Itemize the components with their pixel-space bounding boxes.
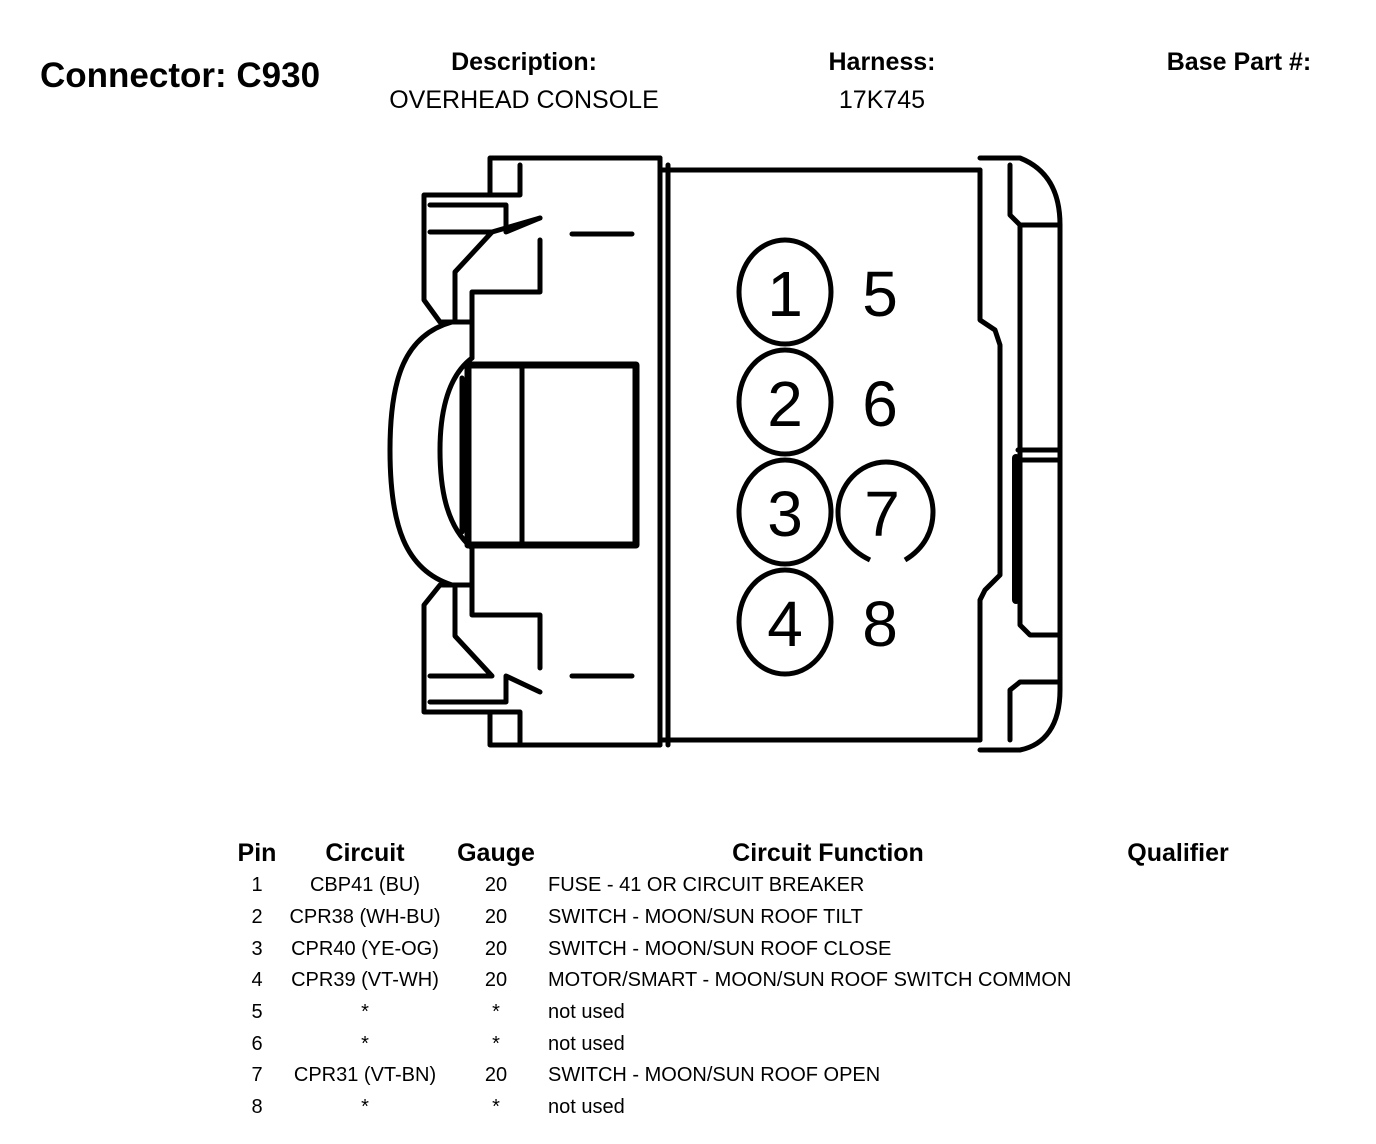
cell-pin: 5 bbox=[251, 1001, 263, 1024]
cell-pin: 3 bbox=[251, 937, 263, 960]
pin-cavity-2 bbox=[736, 347, 834, 457]
cell-qualifier bbox=[1108, 1028, 1248, 1060]
cell-circuit: CPR38 (WH-BU) bbox=[289, 906, 441, 929]
cell-pin: 7 bbox=[251, 1064, 263, 1087]
table-row: 5 * * not used bbox=[228, 997, 1248, 1029]
pin-cavity-3 bbox=[736, 457, 834, 567]
cell-function: SWITCH - MOON/SUN ROOF OPEN bbox=[548, 1064, 881, 1087]
harness-label: Harness: bbox=[828, 48, 936, 76]
pin-label-7: 7 bbox=[864, 478, 900, 550]
cell-gauge: 20 bbox=[484, 969, 508, 992]
description-label: Description: bbox=[451, 48, 597, 76]
base-part-label: Base Part #: bbox=[1166, 48, 1312, 76]
pin-label-1: 1 bbox=[767, 258, 803, 330]
cell-circuit: CBP41 (BU) bbox=[309, 874, 421, 897]
pin-label-4: 4 bbox=[767, 588, 803, 660]
table-row: 8 * * not used bbox=[228, 1092, 1248, 1124]
cell-circuit: CPR39 (VT-WH) bbox=[291, 969, 439, 992]
table-row: 7 CPR31 (VT-BN) 20 SWITCH - MOON/SUN ROO… bbox=[228, 1060, 1248, 1092]
cell-qualifier bbox=[1108, 965, 1248, 997]
header-circuit-function: Circuit Function bbox=[732, 838, 924, 867]
cell-qualifier bbox=[1108, 870, 1248, 902]
cell-gauge: * bbox=[492, 1032, 500, 1055]
pin-label-3: 3 bbox=[767, 478, 803, 550]
table-row: 2 CPR38 (WH-BU) 20 SWITCH - MOON/SUN ROO… bbox=[228, 902, 1248, 934]
table-row: 3 CPR40 (YE-OG) 20 SWITCH - MOON/SUN ROO… bbox=[228, 933, 1248, 965]
cell-function: not used bbox=[548, 1032, 625, 1055]
cell-pin: 8 bbox=[251, 1096, 263, 1119]
cell-function: not used bbox=[548, 1096, 625, 1119]
connector-housing-outline bbox=[387, 155, 1063, 753]
cell-gauge: * bbox=[492, 1096, 500, 1119]
pin-numbers: 1 2 3 4 5 6 7 8 bbox=[767, 258, 900, 660]
harness-value: 17K745 bbox=[838, 86, 926, 114]
pin-label-2: 2 bbox=[767, 368, 803, 440]
cell-function: MOTOR/SMART - MOON/SUN ROOF SWITCH COMMO… bbox=[548, 969, 1072, 992]
cell-circuit: CPR31 (VT-BN) bbox=[293, 1064, 437, 1087]
pin-cavity-1 bbox=[736, 237, 834, 347]
table-row: 1 CBP41 (BU) 20 FUSE - 41 OR CIRCUIT BRE… bbox=[228, 870, 1248, 902]
pin-label-8: 8 bbox=[862, 588, 898, 660]
header-circuit: Circuit bbox=[325, 838, 405, 867]
cell-pin: 2 bbox=[251, 906, 263, 929]
cell-qualifier bbox=[1108, 997, 1248, 1029]
cell-qualifier bbox=[1108, 902, 1248, 934]
header-qualifier: Qualifier bbox=[1127, 838, 1229, 867]
cell-circuit: * bbox=[361, 1096, 369, 1119]
cell-circuit: * bbox=[361, 1032, 369, 1055]
cell-gauge: 20 bbox=[484, 937, 508, 960]
cell-gauge: 20 bbox=[484, 1064, 508, 1087]
cell-pin: 4 bbox=[251, 969, 263, 992]
cell-gauge: * bbox=[492, 1001, 500, 1024]
table-header-row: Pin Circuit Gauge Circuit Function Quali… bbox=[228, 836, 1248, 870]
cell-qualifier bbox=[1108, 1092, 1248, 1124]
cell-circuit: * bbox=[361, 1001, 369, 1024]
cell-pin: 1 bbox=[251, 874, 263, 897]
cell-function: SWITCH - MOON/SUN ROOF TILT bbox=[548, 906, 863, 929]
cell-qualifier bbox=[1108, 933, 1248, 965]
header-gauge: Gauge bbox=[457, 838, 535, 867]
table-row: 4 CPR39 (VT-WH) 20 MOTOR/SMART - MOON/SU… bbox=[228, 965, 1248, 997]
cell-function: SWITCH - MOON/SUN ROOF CLOSE bbox=[548, 937, 892, 960]
connector-title: Connector: C930 bbox=[40, 56, 321, 95]
cell-function: FUSE - 41 OR CIRCUIT BREAKER bbox=[548, 874, 865, 897]
cell-pin: 6 bbox=[251, 1032, 263, 1055]
pin-cavity-4 bbox=[736, 567, 834, 677]
pinout-table: Pin Circuit Gauge Circuit Function Quali… bbox=[228, 836, 1248, 1124]
pin-label-6: 6 bbox=[862, 368, 898, 440]
description-value: OVERHEAD CONSOLE bbox=[389, 86, 659, 114]
cell-qualifier bbox=[1108, 1060, 1248, 1092]
cell-function: not used bbox=[548, 1001, 625, 1024]
header-pin: Pin bbox=[237, 838, 277, 867]
connector-face-diagram: 1 2 3 4 5 6 7 8 bbox=[387, 155, 1063, 753]
cell-circuit: CPR40 (YE-OG) bbox=[291, 937, 439, 960]
table-row: 6 * * not used bbox=[228, 1028, 1248, 1060]
cell-gauge: 20 bbox=[484, 906, 508, 929]
pin-cavities bbox=[736, 237, 936, 677]
pin-cavity-7 bbox=[835, 459, 936, 563]
pin-label-5: 5 bbox=[862, 258, 898, 330]
cell-gauge: 20 bbox=[484, 874, 508, 897]
